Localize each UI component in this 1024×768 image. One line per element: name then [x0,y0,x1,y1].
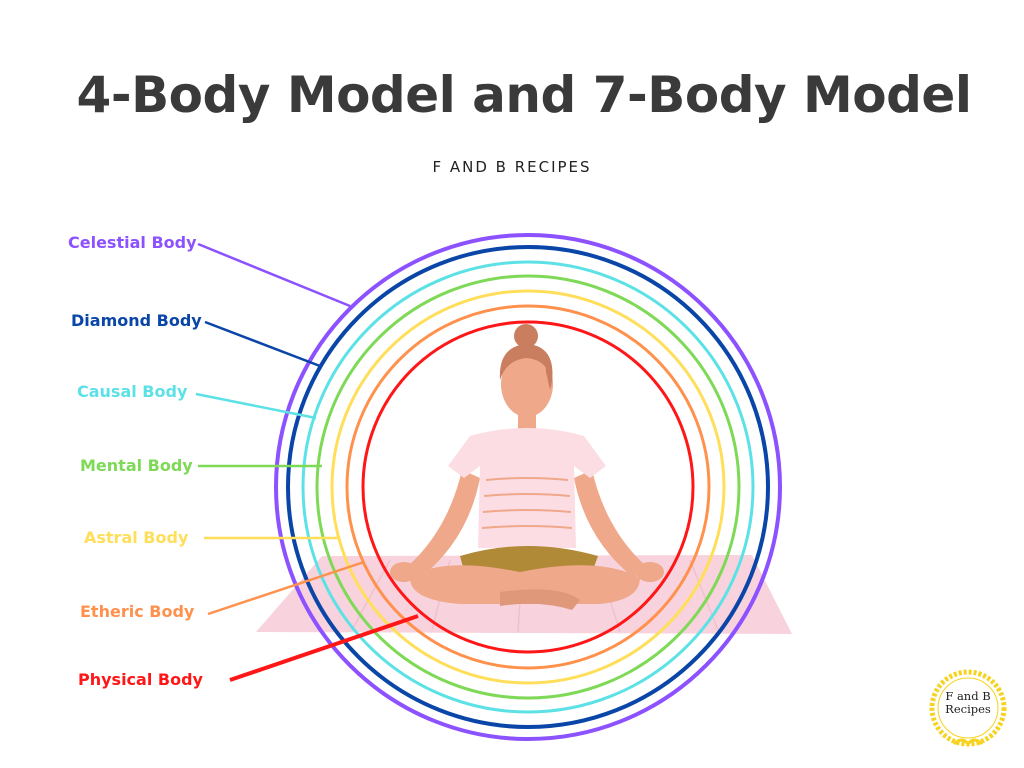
page-title: 4-Body Model and 7-Body Model [76,66,972,124]
ring-mental-body [315,274,741,700]
logo-line-2: Recipes [945,702,991,716]
ring-celestial-body [274,233,782,741]
leader-line-etheric-body [207,560,365,616]
label-mental-body: Mental Body [80,456,193,475]
page-subtitle: F AND B RECIPES [432,158,592,176]
ring-physical-body [361,320,695,654]
ring-etheric-body [345,304,711,670]
meditating-person-icon [390,324,664,610]
logo-line-1: F and B [945,689,991,703]
leader-lines [195,242,419,682]
leader-line-diamond-body [204,320,321,368]
logo-badge [929,669,1007,747]
label-causal-body: Causal Body [77,382,188,401]
ring-causal-body [301,260,755,714]
label-celestial-body: Celestial Body [68,233,197,252]
label-diamond-body: Diamond Body [71,311,202,330]
label-astral-body: Astral Body [84,528,189,547]
ring-astral-body [330,289,726,685]
leader-line-physical-body [229,614,419,682]
body-rings [274,233,782,741]
logo-text: F and B Recipes [928,690,1008,716]
label-physical-body: Physical Body [78,670,203,689]
ring-diamond-body [286,245,770,729]
leader-line-causal-body [195,392,317,420]
leader-line-celestial-body [197,242,351,308]
label-etheric-body: Etheric Body [80,602,195,621]
